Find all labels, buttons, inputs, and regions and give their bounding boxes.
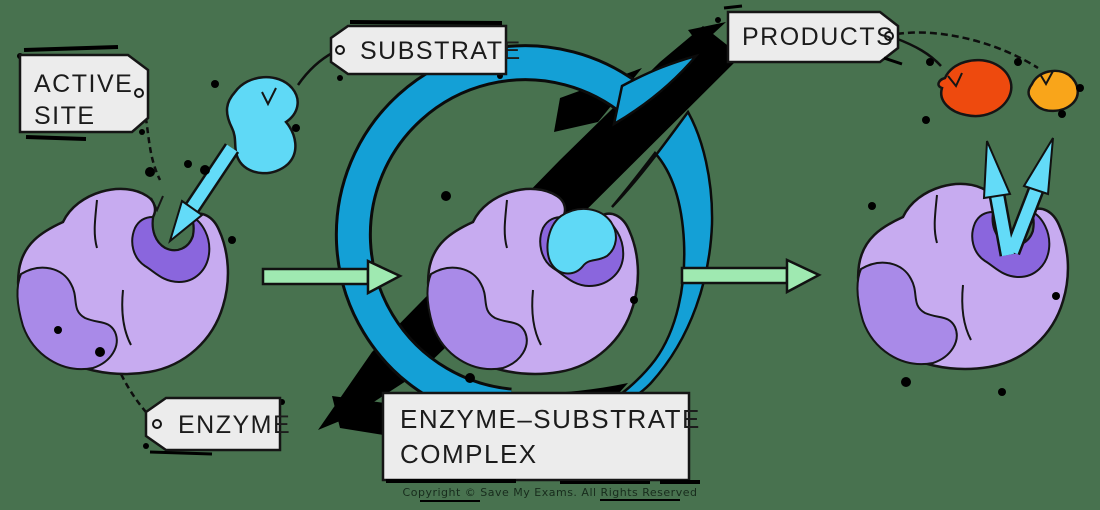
tag-hole: [152, 419, 162, 429]
copyright-text: Copyright © Save My Exams. All Rights Re…: [403, 486, 698, 499]
bottom-smudges: [386, 479, 700, 502]
enzyme-shade-patch: [426, 266, 528, 371]
enzyme-right: [856, 182, 1070, 371]
active-site-connector: [139, 97, 162, 181]
product-red-blob: [937, 58, 1013, 118]
cycle-arrow: [334, 44, 714, 425]
label-complex: ENZYME–SUBSTRATE COMPLEX: [381, 391, 701, 482]
step-arrows: [261, 258, 822, 296]
enzyme-shade-patch: [16, 266, 118, 371]
substrate-connector: [296, 50, 335, 86]
complex-label-line2: COMPLEX: [400, 439, 538, 469]
products-label: PRODUCTS: [742, 23, 894, 51]
products-connector-2: [896, 31, 1039, 70]
tag-enzyme: ENZYME: [144, 396, 291, 456]
tag-substrate: SUBSTRATE: [329, 20, 522, 76]
enzyme-left: [16, 187, 230, 376]
product-yellow-blob: [1027, 69, 1079, 113]
active-site-label-line1: ACTIVE: [34, 70, 133, 98]
tag-active-site: ACTIVE SITE: [18, 45, 150, 141]
bound-substrate: [546, 207, 617, 275]
tag-hole: [134, 88, 144, 98]
step-arrow-left: [261, 259, 403, 296]
enzyme-detail-lines: [933, 194, 972, 341]
cycle-arrowhead: [612, 53, 700, 127]
enzyme-detail-lines: [93, 195, 164, 346]
active-site-pocket: [131, 213, 211, 284]
enzyme-detail-lines: [503, 199, 542, 346]
tag-hole: [884, 31, 894, 41]
complex-label-line1: ENZYME–SUBSTRATE: [400, 404, 701, 434]
substrate-notch: [261, 87, 277, 107]
release-arrowhead-left: [982, 140, 1012, 200]
binding-arrow: [168, 143, 240, 244]
label-connectors: [119, 31, 1039, 421]
tag-products: PRODUCTS: [723, 4, 903, 66]
products-connector: [894, 36, 942, 67]
substrate-label: SUBSTRATE: [360, 37, 522, 65]
enzyme-shade-patch: [856, 261, 958, 366]
release-arrowhead-right: [1022, 137, 1054, 196]
tag-hole: [335, 45, 345, 55]
enzyme-label: ENZYME: [178, 411, 291, 439]
release-arrows: [982, 137, 1054, 257]
enzyme-substrate-complex: [426, 187, 640, 376]
active-site-label-line2: SITE: [34, 102, 96, 130]
step-arrow-right: [680, 258, 822, 295]
substrate-blob: [225, 75, 299, 175]
